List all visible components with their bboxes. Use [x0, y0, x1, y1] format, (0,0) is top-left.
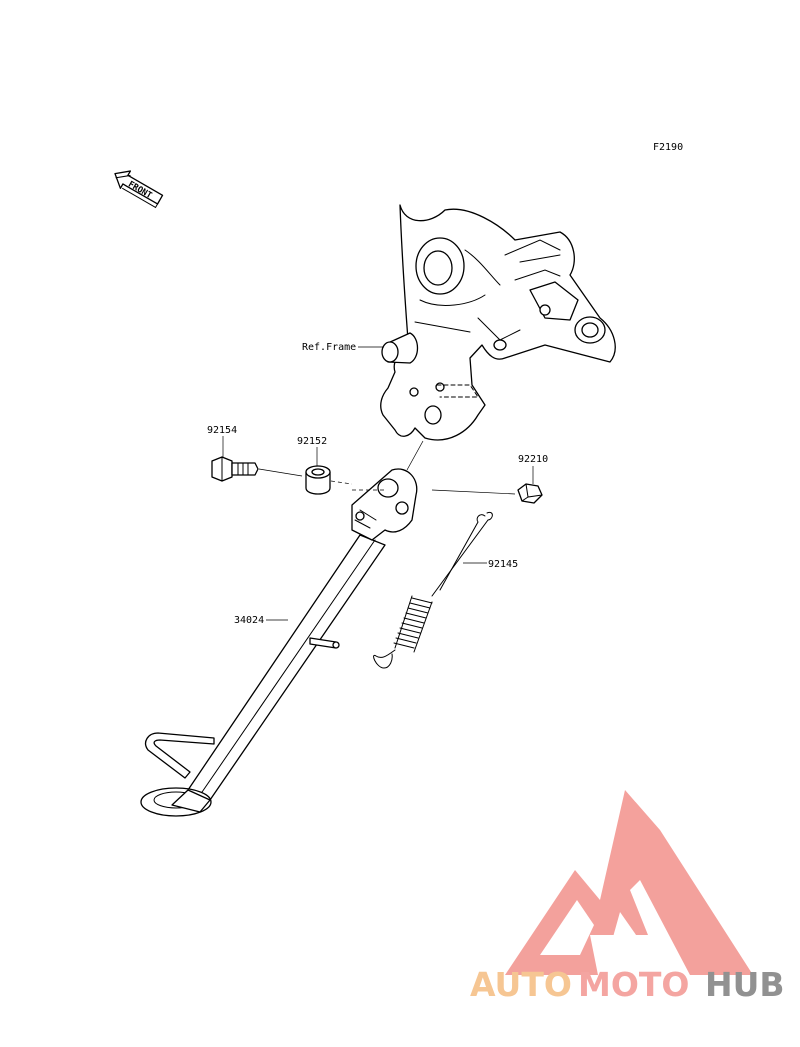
part-92152-label: 92152 — [297, 436, 327, 447]
nut-92210 — [517, 483, 543, 504]
diagram-code: F2190 — [653, 142, 683, 153]
side-stand-34024 — [140, 468, 418, 817]
bolt-92154 — [211, 456, 259, 482]
spring-92145 — [373, 511, 493, 669]
automotohub-logo: AUTO MOTO HUB — [470, 790, 785, 1004]
part-92210-label: 92210 — [518, 454, 548, 465]
ref-frame-label: Ref.Frame — [302, 342, 356, 353]
part-92145-label: 92145 — [488, 559, 518, 570]
watermark-auto: AUTO — [470, 965, 572, 1004]
watermark-moto: MOTO — [578, 965, 689, 1004]
part-92154-label: 92154 — [207, 425, 237, 436]
part-34024-label: 34024 — [234, 615, 264, 626]
front-arrow-icon: FRONT — [114, 170, 164, 209]
watermark-hub: HUB — [705, 965, 785, 1004]
collar-92152 — [305, 465, 331, 495]
frame-bracket — [380, 204, 616, 441]
